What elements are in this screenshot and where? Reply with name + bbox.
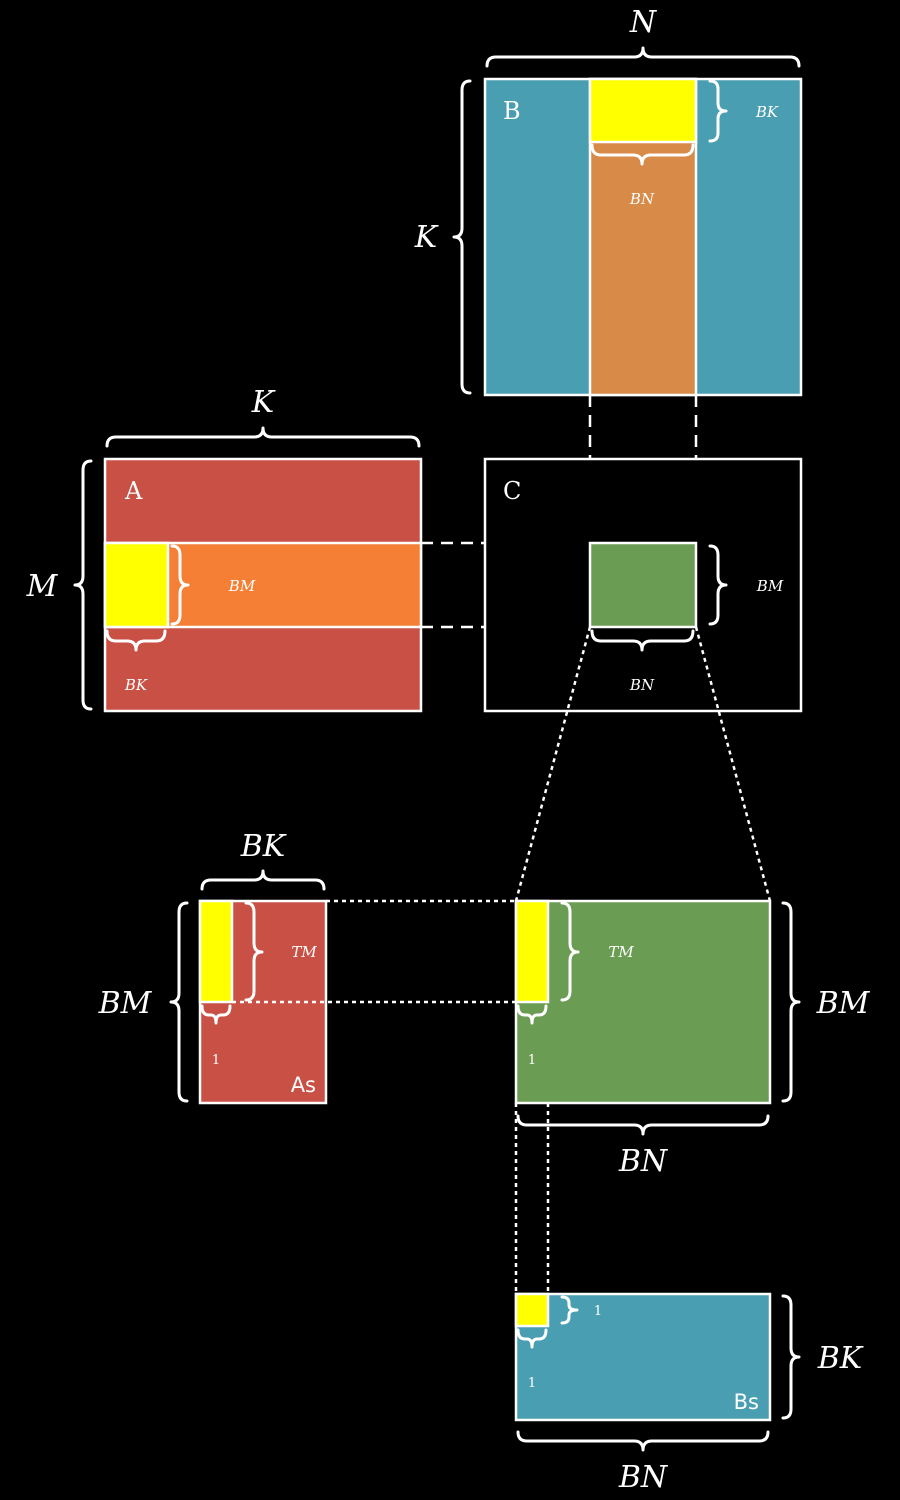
- c-tile-width-label: BN: [618, 1144, 669, 1179]
- shared-bs: Bs BK BN 1 1: [514, 1292, 864, 1495]
- matrix-b-tile: [588, 77, 698, 144]
- matrix-b-tile-width-label: BN: [629, 190, 655, 208]
- shared-as-thread-height-brace: [244, 901, 264, 1002]
- shared-as-name: As: [291, 1073, 316, 1097]
- shared-as: As BK BM TM 1: [98, 829, 328, 1105]
- c-tile-body: [514, 899, 772, 1105]
- c-tile-width-brace: [516, 1114, 770, 1136]
- shared-as-thread-height-label: TM: [291, 943, 317, 961]
- shared-bs-name: Bs: [734, 1390, 759, 1414]
- shared-bs-height-label: BK: [817, 1341, 864, 1376]
- matrix-a-tile: [103, 541, 170, 629]
- shared-as-thread-width-brace: [200, 1004, 232, 1025]
- matrix-a-width-label: K: [251, 385, 276, 420]
- matrix-b-tile-width-brace: [590, 143, 695, 166]
- shared-bs-thread-width-brace: [516, 1328, 548, 1349]
- matrix-a-name: A: [124, 477, 143, 505]
- shared-as-height-brace: [169, 901, 189, 1103]
- matrix-a-height-brace: [73, 459, 93, 711]
- matrix-a-tile-width-label: BK: [124, 676, 148, 694]
- shared-bs-thread-width-label: 1: [528, 1376, 536, 1391]
- matrix-b-width-brace: [485, 46, 801, 68]
- matrix-b-width-label: N: [629, 5, 658, 40]
- shared-as-height-label: BM: [98, 986, 153, 1021]
- matrix-c-tile-width-label: BN: [629, 676, 655, 694]
- c-tile-thread-results: [514, 899, 550, 1004]
- matrix-b-tile-height-label: BK: [755, 103, 779, 121]
- matrix-c-tile-height-label: BM: [756, 577, 784, 595]
- c-tile-thread-width-brace: [516, 1004, 548, 1025]
- shared-bs-body: [514, 1292, 772, 1422]
- shared-as-thread-width-label: 1: [212, 1053, 220, 1068]
- shared-bs-thread-tile: [514, 1292, 550, 1328]
- matrix-b-height-label: K: [414, 220, 439, 255]
- matrix-c-tile: [588, 541, 698, 629]
- matrix-b-name: B: [503, 97, 521, 125]
- matrix-b: B N K BK BN: [414, 5, 803, 397]
- matrix-a-tile-height-brace: [170, 544, 190, 626]
- c-tile-thread-height-brace: [560, 901, 580, 1002]
- shared-as-thread-tile: [198, 899, 234, 1004]
- matrix-c-tile-width-brace: [590, 629, 695, 652]
- matrix-a: A K M BM BK: [26, 385, 423, 713]
- shared-bs-thread-height-label: 1: [594, 1304, 602, 1319]
- shared-bs-width-label: BN: [618, 1460, 669, 1495]
- shared-as-width-label: BK: [240, 829, 287, 864]
- shared-bs-height-brace: [781, 1294, 801, 1420]
- c-tile-enlarged: BM BN TM 1: [514, 899, 871, 1179]
- matrix-b-height-brace: [452, 79, 472, 395]
- shared-as-width-brace: [200, 869, 326, 891]
- c-tile-thread-width-label: 1: [528, 1053, 536, 1068]
- matrix-a-height-label: M: [26, 569, 59, 604]
- matrix-a-width-brace: [105, 426, 421, 448]
- shared-bs-width-brace: [516, 1430, 770, 1452]
- matrix-a-tile-width-brace: [105, 629, 167, 652]
- matrix-a-tile-height-label: BM: [228, 577, 256, 595]
- c-tile-height-brace: [781, 901, 801, 1103]
- c-tile-height-label: BM: [816, 986, 871, 1021]
- shared-bs-thread-height-brace: [560, 1295, 579, 1325]
- matrix-b-tile-height-brace: [708, 79, 728, 143]
- matrix-c-tile-height-brace: [708, 544, 728, 626]
- matrix-c-name: C: [503, 477, 521, 505]
- matrix-c: C BM BN: [483, 457, 803, 713]
- c-tile-thread-height-label: TM: [608, 943, 634, 961]
